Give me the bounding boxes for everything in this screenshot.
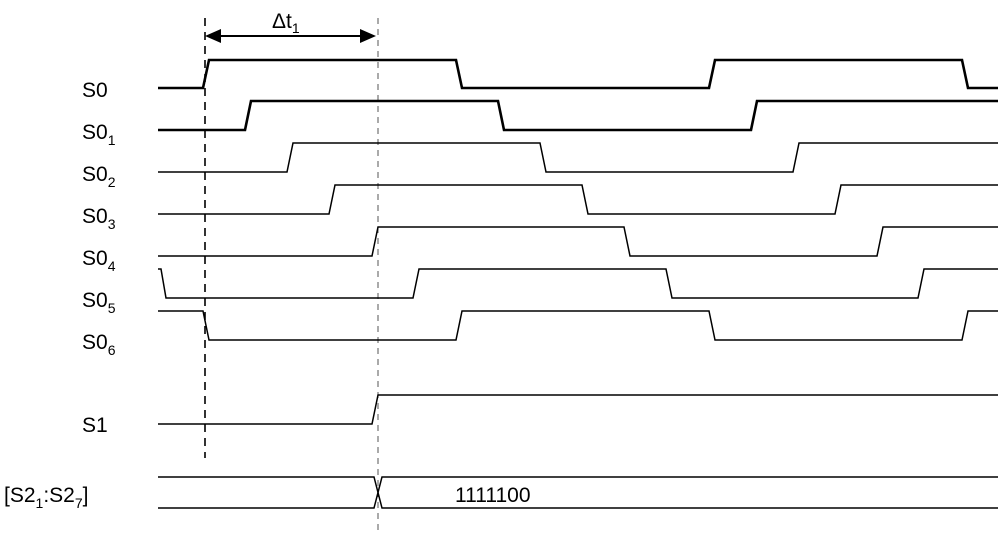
waveform-s0-2 (158, 142, 998, 173)
label-s0-2: S02 (82, 163, 116, 190)
signal-labels: S0 S01 S02 S03 S04 S05 S06 S1 [S21:S27] (4, 79, 116, 511)
label-s0-1: S01 (82, 121, 116, 148)
label-s0-4: S04 (82, 247, 116, 274)
waveform-s0-5 (158, 268, 998, 299)
bus-top-line (158, 476, 998, 509)
label-s1: S1 (82, 414, 108, 437)
waveform-s0 (158, 58, 998, 90)
waveform-s1 (158, 394, 998, 425)
interval-annotation: Δt1 (205, 10, 376, 43)
label-bus: [S21:S27] (4, 484, 89, 511)
waveform-s0-1 (158, 99, 998, 132)
interval-arrowhead-right (360, 29, 376, 43)
bus-bottom-line (158, 476, 998, 509)
label-s0: S0 (82, 79, 108, 102)
interval-arrowhead-left (205, 29, 221, 43)
waveform-s0-4 (158, 226, 998, 257)
waveform-s0-3 (158, 184, 998, 215)
waveforms (158, 58, 998, 425)
bus-waveform: 1111100 (158, 476, 998, 509)
label-s0-3: S03 (82, 205, 116, 232)
waveform-s0-6 (158, 310, 998, 341)
label-s0-5: S05 (82, 289, 116, 316)
interval-label: Δt1 (272, 10, 300, 36)
bus-value: 1111100 (455, 484, 531, 507)
label-s0-6: S06 (82, 331, 116, 358)
